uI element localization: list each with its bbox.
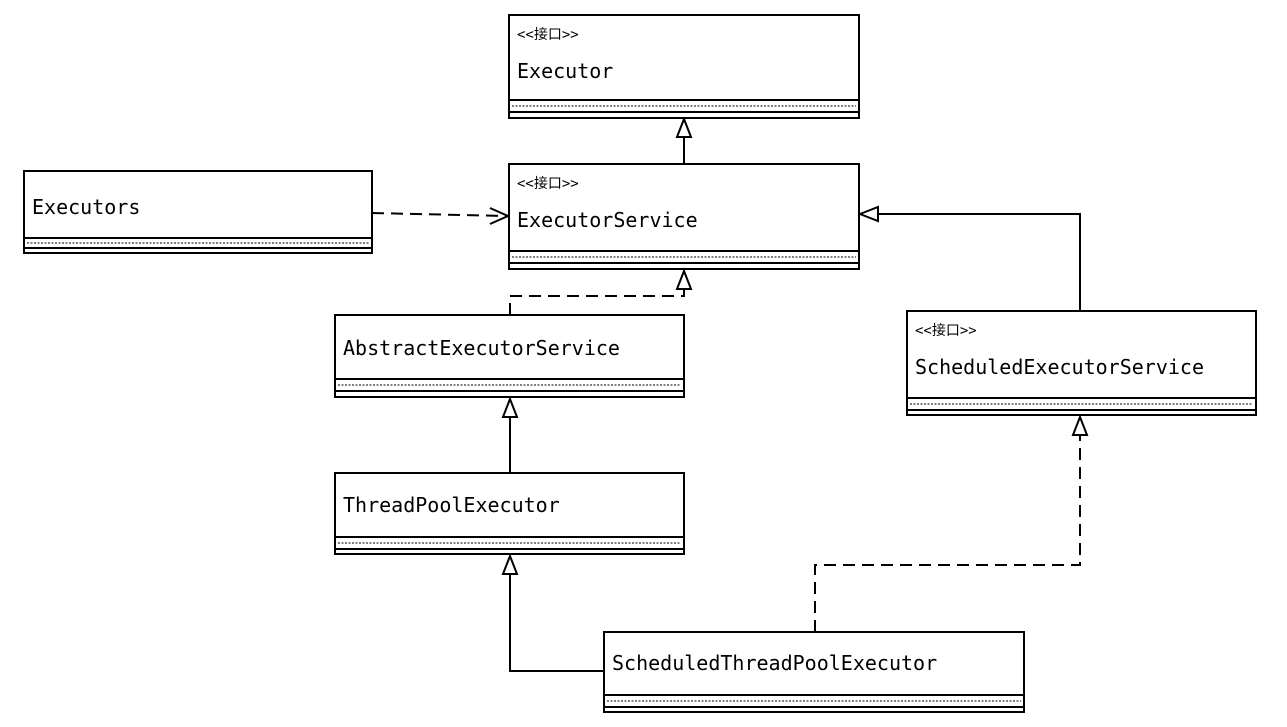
class-box-scheduledexecutorservice: <<接口>> ScheduledExecutorService: [906, 310, 1257, 416]
edge-executorservice-to-executor: [675, 116, 693, 164]
class-box-scheduledthreadpoolexecutor: ScheduledThreadPoolExecutor: [603, 631, 1025, 713]
class-name: AbstractExecutorService: [343, 336, 620, 360]
edge-executors-to-executorservice: [371, 207, 511, 225]
class-box-executor: <<接口>> Executor: [508, 14, 860, 119]
class-stereotype: <<接口>>: [517, 26, 579, 43]
class-box-executorservice: <<接口>> ExecutorService: [508, 163, 860, 270]
class-box-abstractexecutorservice: AbstractExecutorService: [334, 314, 685, 398]
edge-scheduledthreadpoolexecutor-to-scheduledexecutorservice: [814, 414, 1089, 632]
class-stereotype: <<接口>>: [915, 322, 977, 339]
class-name: ThreadPoolExecutor: [343, 493, 560, 517]
edge-abstractexecutorservice-to-executorservice: [509, 268, 693, 315]
edge-threadpoolexecutor-to-abstractexecutorservice: [501, 396, 519, 473]
class-box-executors: Executors: [23, 170, 373, 254]
class-name: Executor: [517, 59, 613, 83]
class-name: ScheduledThreadPoolExecutor: [612, 651, 937, 675]
class-name: ScheduledExecutorService: [915, 355, 1204, 379]
edge-scheduledexecutorservice-to-executorservice: [857, 205, 1081, 311]
class-stereotype: <<接口>>: [517, 175, 579, 192]
class-name: ExecutorService: [517, 208, 698, 232]
edge-scheduledthreadpoolexecutor-to-threadpoolexecutor: [501, 553, 604, 672]
class-box-threadpoolexecutor: ThreadPoolExecutor: [334, 472, 685, 555]
class-name: Executors: [32, 195, 140, 219]
